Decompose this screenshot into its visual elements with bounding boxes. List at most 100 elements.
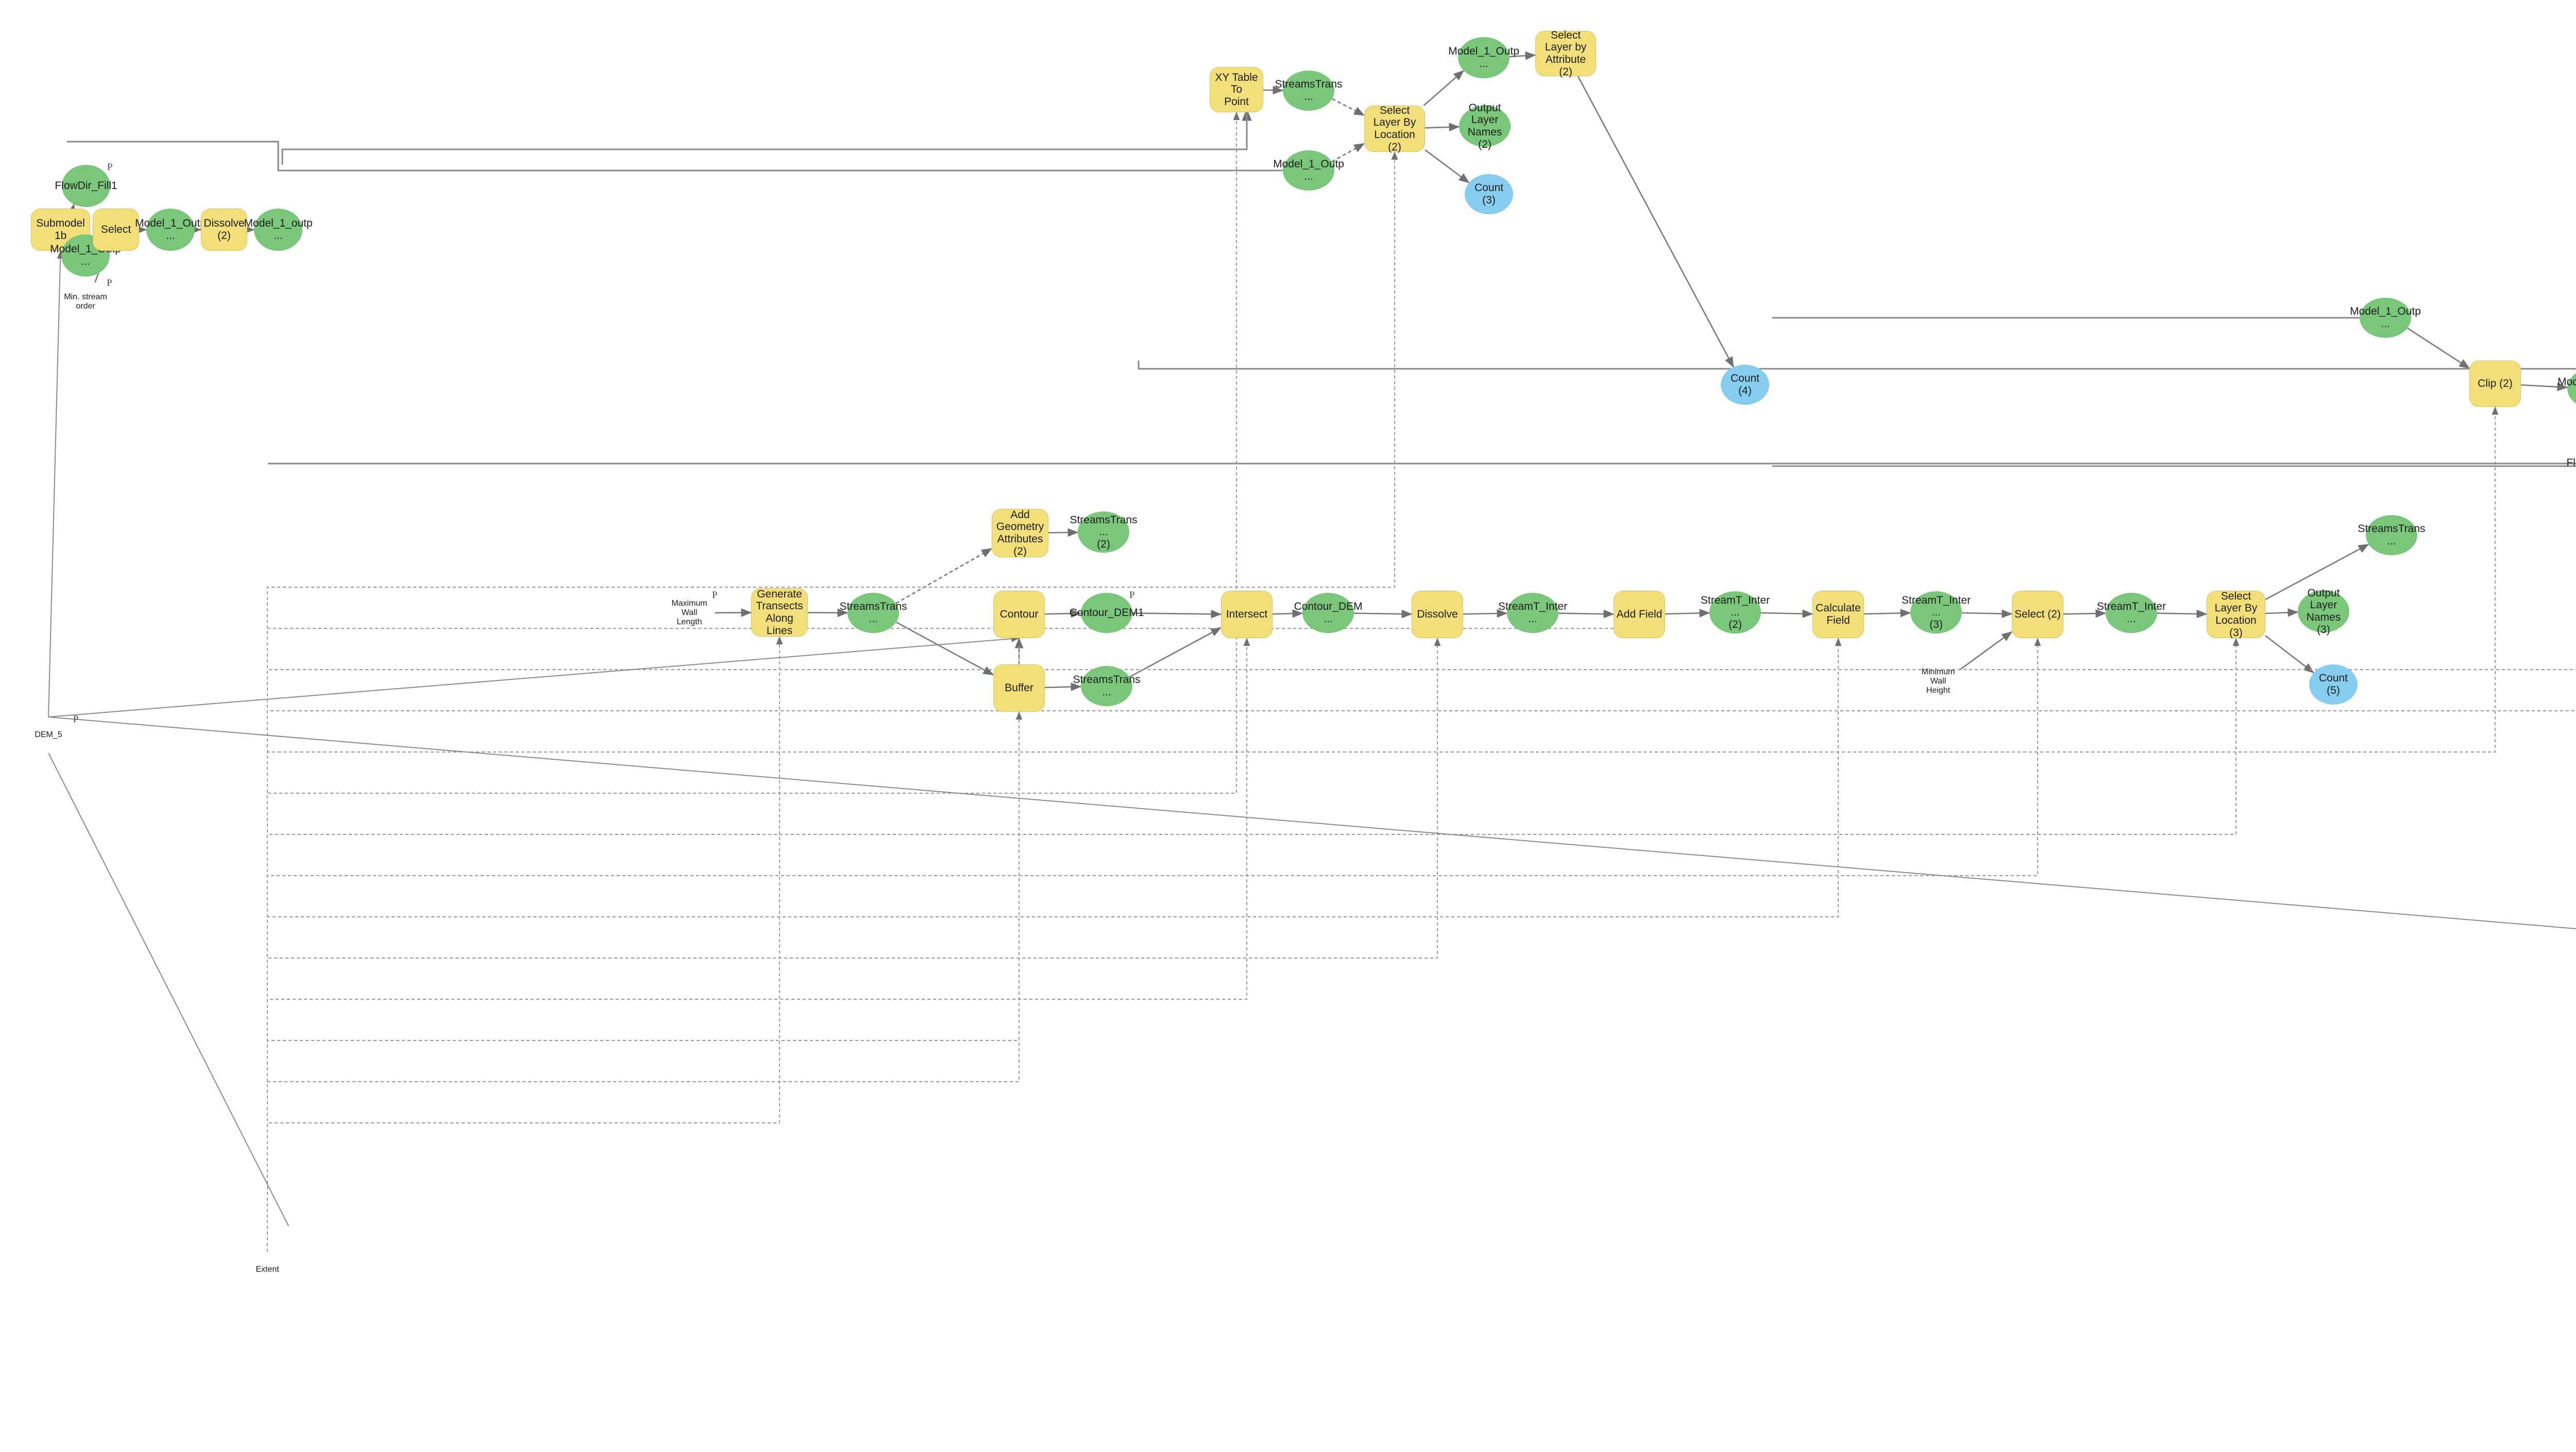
node-model1outp_r2[interactable]: Model_1_Outp ... <box>2557 368 2576 408</box>
node-label: StreamsTrans ... <box>839 601 907 625</box>
node-label: Clip (2) <box>2478 378 2513 390</box>
node-label: Select Layer by Attribute (2) <box>1545 29 1587 78</box>
node-streamt_inter_1[interactable]: StreamT_Inter ... <box>1498 593 1567 633</box>
dem5-feeder-contour <box>48 635 1020 718</box>
node-label: StreamsTrans ... (2) <box>1070 514 1138 550</box>
dem5-feeder-submodel1b <box>48 250 64 718</box>
node-count4[interactable]: Count (4) <box>1721 365 1769 405</box>
node-minwallheight[interactable]: Minimum Wall Height <box>1912 661 1964 702</box>
node-model1outp_c[interactable]: Model_1_outp ... <box>244 209 313 251</box>
dem5-feeder-rastertopoint <box>48 716 2576 930</box>
edge-selbyloc3-to-count5 <box>2265 635 2314 674</box>
edge-selbyloc2-to-outlayernames2 <box>1425 123 1460 132</box>
extent-feeder-gentransects <box>267 636 783 1252</box>
parameter-marker-icon: P <box>1129 590 1135 601</box>
node-contour[interactable]: Contour <box>993 591 1045 638</box>
node-calcfield[interactable]: Calculate Field <box>1812 591 1864 638</box>
node-count5[interactable]: Count (5) <box>2309 664 2358 705</box>
node-flowdir_fill1[interactable]: FlowDir_Fill1 <box>55 165 117 207</box>
node-streamstrans_g2[interactable]: StreamsTrans ... (2) <box>1070 511 1138 553</box>
node-minstreamorder[interactable]: Min. stream order <box>61 281 110 323</box>
node-label: StreamT_Inter ... (2) <box>1700 594 1770 630</box>
node-label: Min. stream order <box>64 293 107 311</box>
extent-feeder-clip2 <box>267 406 2499 1252</box>
edge-streamstrans_m1-to-addgeomattr2 <box>895 548 993 604</box>
node-streamt_inter_4[interactable]: StreamT_Inter ... <box>2097 593 2166 633</box>
node-selbyloc2[interactable]: Select Layer By Location (2) <box>1364 105 1425 153</box>
node-label: StreamT_Inter ... <box>2096 601 2166 625</box>
node-streamstrans_b[interactable]: StreamsTrans ... <box>1073 666 1141 706</box>
node-label: Model_1_Outp ... <box>1273 158 1344 182</box>
node-label: Output Layer Names (3) <box>2306 587 2341 636</box>
node-maxwalllength[interactable]: Maximum Wall Length <box>664 593 715 633</box>
extent-feeder-buffer <box>267 711 1023 1252</box>
node-submodel1b[interactable]: Submodel 1b <box>31 209 90 251</box>
node-label: Model_1_Outp ... <box>2350 305 2421 330</box>
node-selbyloc3[interactable]: Select Layer By Location (3) <box>2207 590 2265 639</box>
node-label: XY Table To Point <box>1215 71 1258 108</box>
node-outlayernames2[interactable]: Output Layer Names (2) <box>1459 102 1511 150</box>
node-label: DEM_5 <box>35 730 62 740</box>
node-label: Model_1_outp ... <box>244 217 313 242</box>
node-label: FlowDir_Fill1 <box>55 180 117 192</box>
node-label: Dissolve <box>1417 608 1458 621</box>
node-streamt_inter_2[interactable]: StreamT_Inter ... (2) <box>1701 591 1770 634</box>
node-label: Intersect <box>1226 608 1268 621</box>
node-dissolve2[interactable]: Dissolve (2) <box>201 209 247 251</box>
node-streamstrans_t1[interactable]: StreamsTrans ... <box>1275 71 1343 111</box>
node-label: Extent <box>256 1265 279 1274</box>
node-label: Buffer <box>1005 682 1033 694</box>
node-dem_5[interactable]: DEM_5 <box>21 717 76 753</box>
node-label: Dissolve (2) <box>204 217 245 242</box>
node-model1outp_b[interactable]: Model_1_Outp ... <box>135 209 206 251</box>
node-intersect[interactable]: Intersect <box>1221 591 1273 638</box>
node-count3[interactable]: Count (3) <box>1465 174 1513 214</box>
node-label: Calculate Field <box>1816 602 1861 626</box>
node-select1[interactable]: Select <box>93 209 139 251</box>
node-label: Count (5) <box>2318 672 2348 696</box>
node-xytabletopoint[interactable]: XY Table To Point <box>1210 67 1263 112</box>
node-label: Contour_DEM1 <box>1069 607 1144 619</box>
parameter-marker-icon: P <box>712 590 718 601</box>
edge-selbyloc2-to-model1outp_t2 <box>1423 70 1464 106</box>
node-selbyattr2[interactable]: Select Layer by Attribute (2) <box>1535 29 1596 78</box>
extent-feeder-calcfield <box>267 638 1842 1252</box>
node-label: StreamsTrans ... <box>2358 523 2426 547</box>
node-label: StreamT_Inter ... (3) <box>1901 594 1971 630</box>
node-label: Select <box>100 224 131 236</box>
node-model1outp_r1[interactable]: Model_1_Outp ... <box>2350 298 2421 338</box>
node-streamstrans_m1[interactable]: StreamsTrans ... <box>839 593 907 633</box>
node-label: Count (3) <box>1474 182 1504 206</box>
edge-selbyattr2-to-count4 <box>1577 76 1734 368</box>
node-clip2[interactable]: Clip (2) <box>2469 361 2521 407</box>
edge-streamstrans_b-to-intersect <box>1129 627 1222 678</box>
node-model1outp_t2[interactable]: Model_1_Outp ... <box>1448 37 1519 78</box>
node-contour_dem_i[interactable]: Contour_DEM ... <box>1294 593 1363 633</box>
edge-selbyloc2-to-count3 <box>1425 149 1470 183</box>
extent-feeder-select2 <box>267 638 2041 1252</box>
node-model1outp_t1[interactable]: Model_1_Outp ... <box>1273 150 1344 191</box>
node-extent[interactable]: Extent <box>240 1252 295 1288</box>
node-streamt_inter_3[interactable]: StreamT_Inter ... (3) <box>1902 591 1971 634</box>
node-dissolve[interactable]: Dissolve <box>1412 591 1463 638</box>
node-label: Count (4) <box>1730 372 1760 397</box>
extent-feeder-contour <box>267 638 1023 1252</box>
node-addgeomattr2[interactable]: Add Geometry Attributes (2) <box>992 509 1048 557</box>
edge-selbyloc3-to-outlayernames3 <box>2265 608 2299 617</box>
edge-minwallheight-to-select2 <box>1959 631 2013 671</box>
node-buffer[interactable]: Buffer <box>993 664 1045 712</box>
extent-feeder-addfield <box>267 628 1643 1252</box>
node-select2[interactable]: Select (2) <box>2012 591 2063 638</box>
node-label: Select (2) <box>2014 608 2061 621</box>
node-gentransects[interactable]: Generate Transects Along Lines <box>751 588 808 637</box>
node-outlayernames3[interactable]: Output Layer Names (3) <box>2298 587 2349 636</box>
node-label: Contour_DEM ... <box>1294 601 1363 625</box>
node-label: Add Field <box>1616 608 1663 621</box>
node-addfield[interactable]: Add Field <box>1614 591 1665 638</box>
node-contour_dem1[interactable]: Contour_DEM1 <box>1070 593 1144 633</box>
node-label: StreamsTrans ... <box>1275 78 1343 103</box>
node-streamstrans_r[interactable]: StreamsTrans ... <box>2358 515 2426 555</box>
node-label: Add Geometry Attributes (2) <box>996 508 1044 557</box>
